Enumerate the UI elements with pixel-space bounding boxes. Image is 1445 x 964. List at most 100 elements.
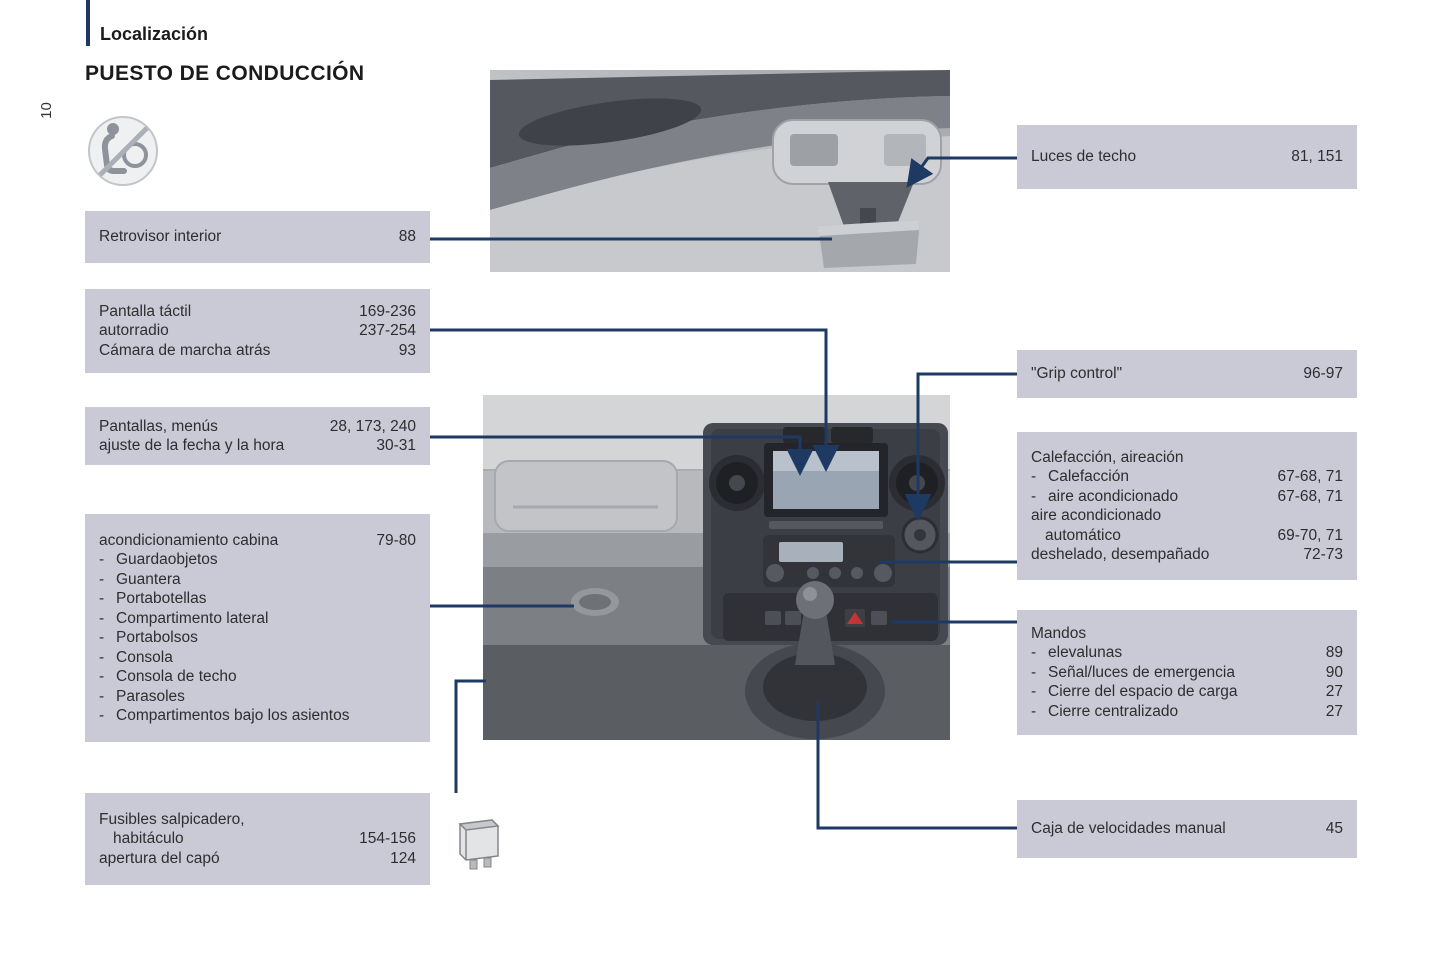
entry-label: apertura del capó bbox=[99, 849, 220, 867]
section-title: Localización bbox=[100, 24, 209, 44]
entry-label: Compartimento lateral bbox=[116, 609, 269, 627]
list-item: - Portabotellas bbox=[99, 589, 416, 609]
manual-entry: Retrovisor interior 88 bbox=[99, 227, 416, 247]
list-item: - Guantera bbox=[99, 570, 416, 590]
manual-entry: deshelado, desempañado 72-73 bbox=[1031, 545, 1343, 565]
entry-pages: 124 bbox=[390, 849, 416, 867]
manual-entry: Calefacción, aireación bbox=[1031, 448, 1343, 468]
manual-entry: apertura del capó 124 bbox=[99, 849, 416, 869]
entry-label: Señal/luces de emergencia bbox=[1048, 663, 1235, 681]
list-item: - Señal/luces de emergencia 90 bbox=[1031, 663, 1343, 683]
manual-entry: aire acondicionado bbox=[1031, 506, 1343, 526]
entry-label: Calefacción, aireación bbox=[1031, 448, 1184, 466]
rear-view-mirror bbox=[818, 182, 920, 268]
manual-entry: Fusibles salpicadero, bbox=[99, 810, 416, 830]
entry-pages: 27 bbox=[1325, 683, 1343, 701]
entry-label: Retrovisor interior bbox=[99, 228, 222, 246]
manual-entry: acondicionamiento cabina 79-80 bbox=[99, 531, 416, 551]
entry-label: Guardaobjetos bbox=[116, 551, 218, 568]
entry-label: Consola bbox=[116, 648, 173, 666]
section-accent-bar bbox=[86, 0, 90, 46]
list-bullet: - bbox=[1031, 702, 1037, 720]
entry-label: Portabolsos bbox=[116, 629, 198, 646]
entry-pages: 90 bbox=[1325, 663, 1343, 681]
list-bullet: - bbox=[99, 629, 105, 646]
list-bullet: - bbox=[99, 707, 105, 724]
list-bullet: - bbox=[99, 668, 105, 685]
entry-pages: 45 bbox=[1325, 820, 1343, 838]
connector-fusibles bbox=[454, 679, 486, 793]
list-bullet: - bbox=[99, 687, 105, 705]
entry-label: Luces de techo bbox=[1031, 148, 1137, 166]
glove-box bbox=[494, 460, 678, 532]
list-item: - Cierre centralizado 27 bbox=[1031, 702, 1343, 722]
page-number: 10 bbox=[37, 102, 55, 119]
list-item: - elevalunas 89 bbox=[1031, 643, 1343, 663]
list-item: - Calefacción 67-68, 71 bbox=[1031, 467, 1343, 487]
list-item: - Consola de techo bbox=[99, 667, 416, 687]
list-bullet: - bbox=[99, 551, 105, 568]
info-box-acondicionamiento: acondicionamiento cabina 79-80 - Guardao… bbox=[85, 514, 430, 742]
storage-handle bbox=[571, 588, 619, 616]
fuse-icon bbox=[458, 819, 500, 870]
list-item: - Compartimento lateral bbox=[99, 609, 416, 629]
photo-dashboard bbox=[483, 395, 950, 740]
entry-pages: 30-31 bbox=[376, 437, 416, 454]
list-item: - Cierre del espacio de carga 27 bbox=[1031, 682, 1343, 702]
list-bullet: - bbox=[99, 570, 105, 588]
switch-row bbox=[723, 593, 938, 641]
entry-label: Cierre del espacio de carga bbox=[1048, 683, 1238, 701]
manual-entry: Pantallas, menús 28, 173, 240 bbox=[99, 417, 416, 437]
entry-label: ajuste de la fecha y la hora bbox=[99, 437, 285, 454]
entry-pages: 69-70, 71 bbox=[1277, 526, 1344, 544]
info-box-luces-techo: Luces de techo 81, 151 bbox=[1017, 125, 1357, 189]
entry-label: aire acondicionado bbox=[1048, 487, 1179, 505]
list-bullet: - bbox=[99, 648, 105, 666]
list-item: - Compartimentos bajo los asientos bbox=[99, 706, 416, 726]
entry-label: Cierre centralizado bbox=[1048, 702, 1179, 720]
entry-pages: 27 bbox=[1325, 702, 1343, 720]
dome-light bbox=[772, 119, 942, 185]
entry-pages: 88 bbox=[398, 228, 416, 246]
manual-entry: habitáculo 154-156 bbox=[99, 829, 416, 849]
info-box-fusibles: Fusibles salpicadero, habitáculo 154-156… bbox=[85, 793, 430, 885]
list-bullet: - bbox=[1031, 487, 1037, 505]
manual-entry: autorradio 237-254 bbox=[99, 321, 416, 341]
list-item: - Parasoles bbox=[99, 687, 416, 707]
list-bullet: - bbox=[1031, 644, 1037, 662]
entry-label: habitáculo bbox=[113, 830, 184, 848]
manual-entry: Luces de techo 81, 151 bbox=[1031, 147, 1343, 167]
entry-label: Portabotellas bbox=[116, 590, 207, 607]
entry-pages: 96-97 bbox=[1303, 365, 1343, 383]
entry-label: Caja de velocidades manual bbox=[1031, 820, 1226, 838]
manual-entry: ajuste de la fecha y la hora 30-31 bbox=[99, 436, 416, 456]
entry-label: Compartimentos bajo los asientos bbox=[116, 707, 350, 724]
entry-label: Pantalla táctil bbox=[99, 302, 192, 320]
entry-pages: 79-80 bbox=[376, 531, 416, 549]
entry-pages: 169-236 bbox=[359, 302, 416, 320]
entry-pages: 72-73 bbox=[1303, 546, 1343, 563]
entry-label: Consola de techo bbox=[116, 668, 237, 685]
entry-pages: 67-68, 71 bbox=[1277, 468, 1344, 485]
info-box-calefaccion: Calefacción, aireación - Calefacción 67-… bbox=[1017, 432, 1357, 580]
entry-label: Cámara de marcha atrás bbox=[99, 341, 271, 359]
info-box-grip-control: "Grip control" 96-97 bbox=[1017, 350, 1357, 398]
manual-entry: Caja de velocidades manual 45 bbox=[1031, 819, 1343, 839]
entry-label: autorradio bbox=[99, 322, 169, 340]
entry-label: elevalunas bbox=[1048, 644, 1123, 662]
entry-label: Guantera bbox=[116, 570, 181, 588]
entry-pages: 81, 151 bbox=[1291, 148, 1343, 166]
manual-entry: automático 69-70, 71 bbox=[1031, 526, 1343, 546]
list-bullet: - bbox=[99, 609, 105, 627]
entry-label: "Grip control" bbox=[1031, 365, 1123, 383]
entry-label: aire acondicionado bbox=[1031, 507, 1162, 524]
entry-label: deshelado, desempañado bbox=[1031, 546, 1210, 563]
entry-pages: 93 bbox=[398, 341, 416, 359]
manual-entry: "Grip control" 96-97 bbox=[1031, 364, 1343, 384]
info-box-pantalla-tactil: Pantalla táctil 169-236 autorradio 237-2… bbox=[85, 289, 430, 373]
entry-label: acondicionamiento cabina bbox=[99, 531, 279, 549]
manual-entry: Mandos bbox=[1031, 624, 1343, 644]
photo-ceiling bbox=[490, 70, 950, 272]
info-box-mandos: Mandos - elevalunas 89 - Señal/luces de … bbox=[1017, 610, 1357, 735]
driving-position-icon bbox=[88, 116, 158, 186]
